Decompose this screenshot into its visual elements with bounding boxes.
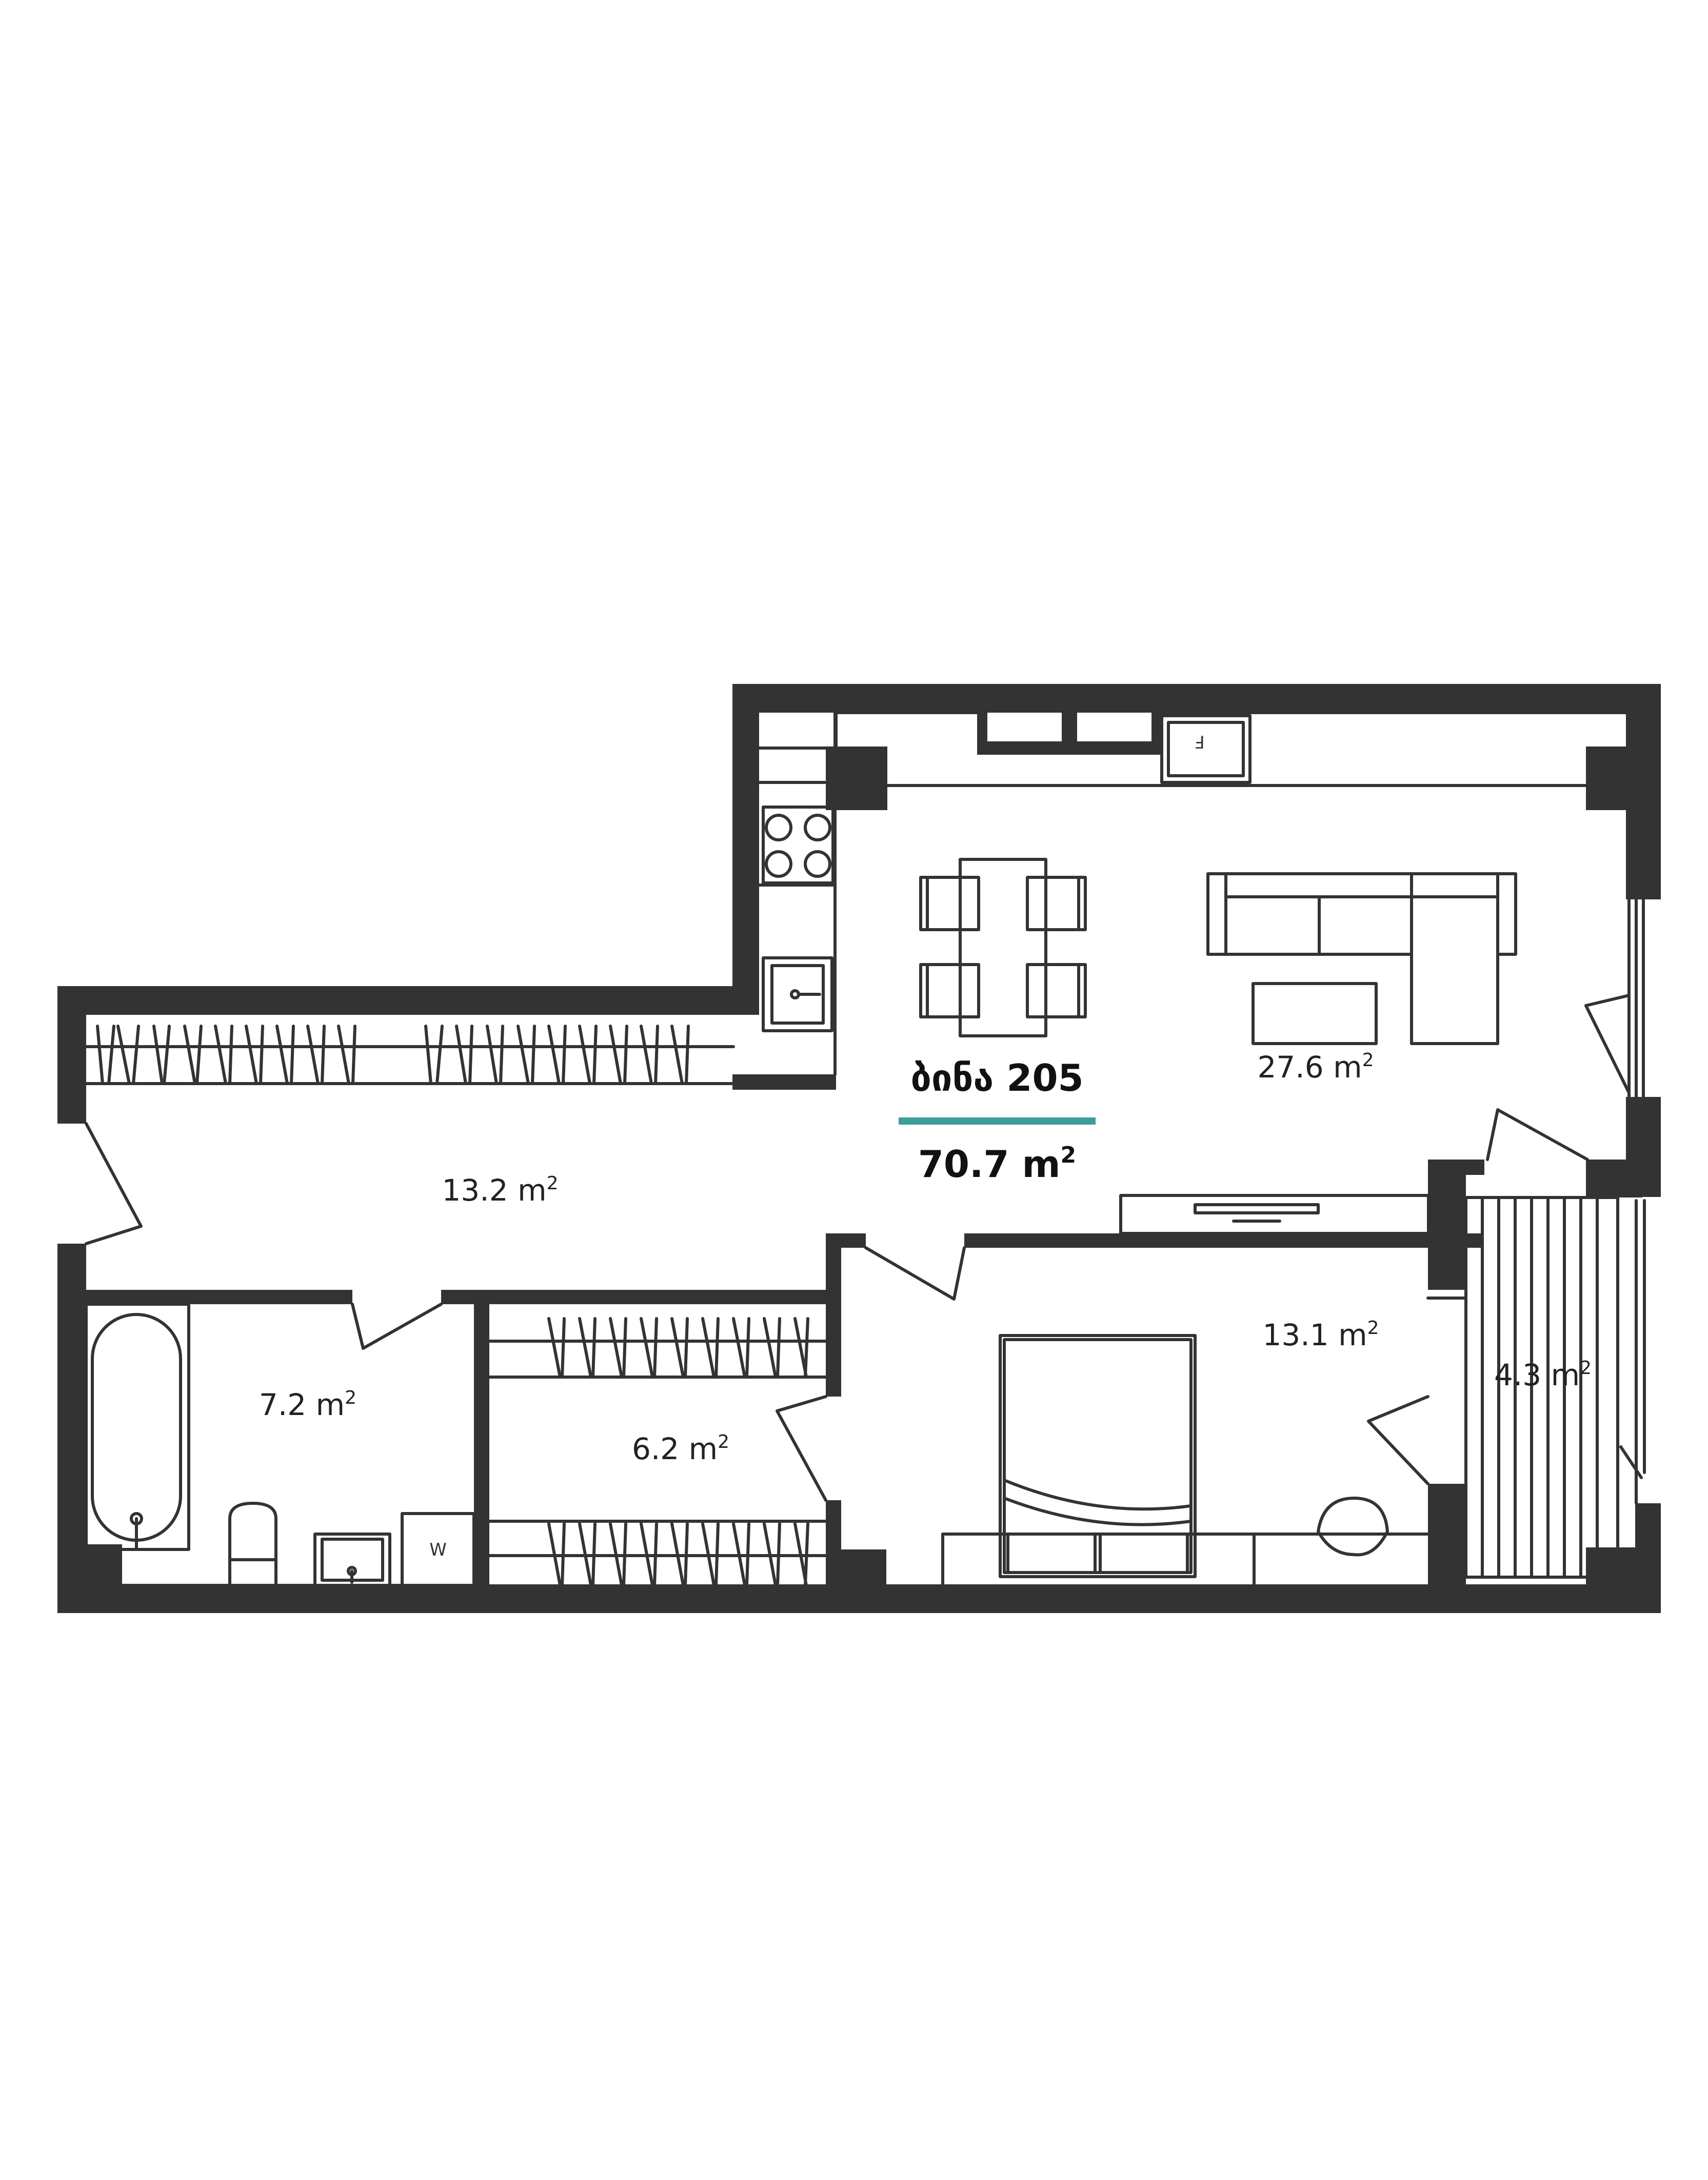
chair-icon [1317,1497,1389,1557]
pillar-top-right [1586,747,1642,810]
chair-icon [919,876,980,931]
wall-kitchen-left [732,684,759,1005]
total-area-value: 70.7 m [918,1143,1061,1186]
bathroom-area: 7.2 m2 [259,1387,356,1422]
wall-bath-top-right [441,1290,832,1304]
wall-bath-top [57,1290,352,1304]
wall-balcony-ledge [1428,1160,1484,1175]
tv-console-icon [1119,1194,1430,1235]
living-area: 27.6 m2 [1258,1050,1374,1085]
stove-icon [762,806,835,885]
windows [1627,898,1645,1098]
bathtub-icon [85,1303,190,1551]
wall-kitchen-bottom [732,1074,836,1090]
fridge-label: F [1195,731,1205,752]
pillar-dressing-bottom [826,1549,886,1613]
bedroom-area: 13.1 m2 [1263,1318,1379,1352]
bedroom-door [864,1246,966,1301]
doors [85,994,1631,1502]
fridge-icon: F [1160,714,1252,784]
kitchen-sink-icon [762,956,833,1032]
wall-bedroom-top [964,1233,1482,1248]
bathroom-sink-icon [313,1533,391,1587]
hall-wardrobe [85,1025,735,1085]
balcony-deck [1464,1196,1646,1579]
pillar-balcony-right [1586,1160,1642,1197]
dining-table [919,858,1087,1037]
balcony-area: 4.3 m2 [1494,1358,1592,1392]
bed-icon [999,1334,1197,1578]
chair-icon [919,963,980,1018]
wall-hall-left-upper [57,986,86,1124]
entrance-door [85,1122,143,1245]
washer-label: W [429,1540,447,1560]
kitchen: F [758,711,1630,1076]
bedroom-furniture [941,1194,1430,1587]
hangers-icon [96,1025,690,1085]
dressing-wardrobe [488,1317,827,1587]
wall-balcony-upper [1428,1160,1466,1290]
wall-bedroom-top-left [826,1233,866,1248]
chair-icon [1026,876,1087,931]
wall-balcony-lower [1428,1484,1466,1613]
total-area: 70.7 m2 [918,1142,1076,1186]
coffee-table-icon [1252,982,1378,1045]
interior-walls [57,1160,1661,1613]
wall-bottom-left-block [57,1544,122,1613]
wall-bath-dressing [474,1290,489,1613]
bedroom-balcony-door [1367,1395,1429,1485]
accent-bar [899,1117,1096,1125]
dressing-door [776,1395,827,1502]
table-icon [959,858,1047,1037]
hangers-icon [547,1317,809,1587]
living-window-door [1584,994,1631,1094]
apartment-name: ბინა 205 [910,1056,1083,1099]
wall-top [732,684,1661,713]
total-area-power: 2 [1061,1142,1077,1168]
wall-dressing-right-upper [826,1233,841,1397]
bathroom-fixtures: W [85,1303,475,1587]
sofa-icon [1206,872,1517,1045]
room-labels: ბინა 205 70.7 m2 27.6 m2 13.2 m2 13.1 m2… [259,1050,1592,1466]
living-balcony-door [1486,1108,1589,1161]
hall-area: 13.2 m2 [442,1173,559,1208]
chair-icon [1026,963,1087,1018]
washing-machine-icon: W [401,1512,475,1587]
wall-hall-top [57,986,759,1015]
toilet-icon [228,1502,277,1587]
dressing-area: 6.2 m2 [632,1431,729,1466]
bathroom-door [351,1303,443,1350]
